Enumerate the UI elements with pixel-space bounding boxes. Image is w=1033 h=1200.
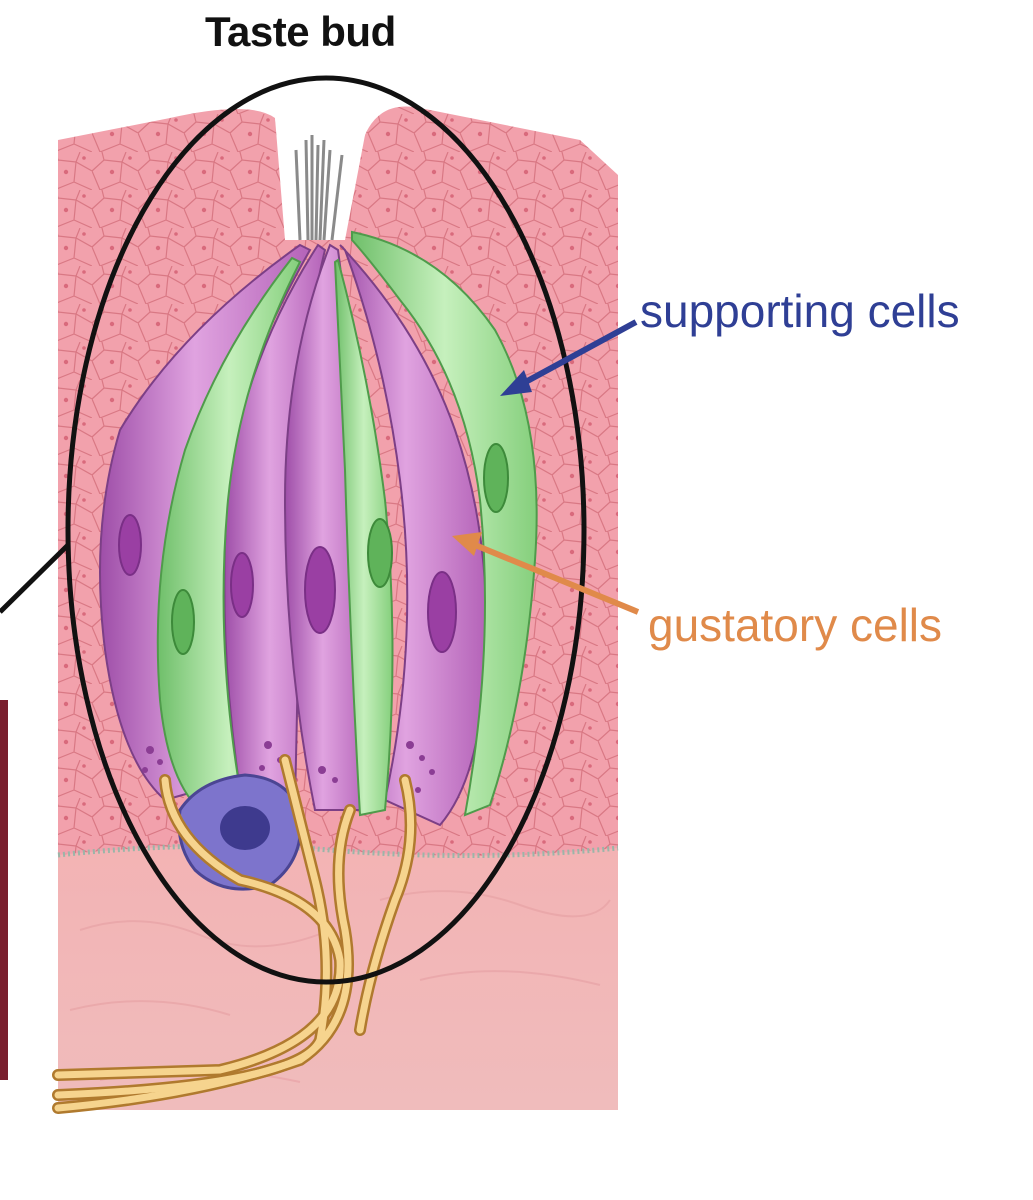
supporting-cells-label: supporting cells (640, 285, 960, 337)
basal-cell-nucleus (220, 806, 270, 850)
gustatory-cell (339, 244, 488, 827)
adjacent-panel-edge (0, 700, 8, 1080)
gustatory-cell-nuclei (118, 514, 457, 653)
gustatory-cells-arrow (452, 532, 640, 615)
gustatory-cells-label: gustatory cells (648, 599, 943, 651)
supporting-cells-arrow (500, 319, 638, 396)
diagram-title: Taste bud (205, 8, 396, 55)
supporting-cell (333, 258, 394, 817)
supporting-cells (156, 230, 538, 817)
nerve-fibers (52, 754, 417, 1114)
taste-hairs (294, 135, 344, 241)
supporting-cell-nuclei (171, 443, 509, 655)
taste-bud-leader-line (0, 543, 70, 614)
supporting-cell (351, 230, 538, 817)
supporting-cell (156, 256, 302, 812)
taste-bud-outline (65, 75, 587, 985)
